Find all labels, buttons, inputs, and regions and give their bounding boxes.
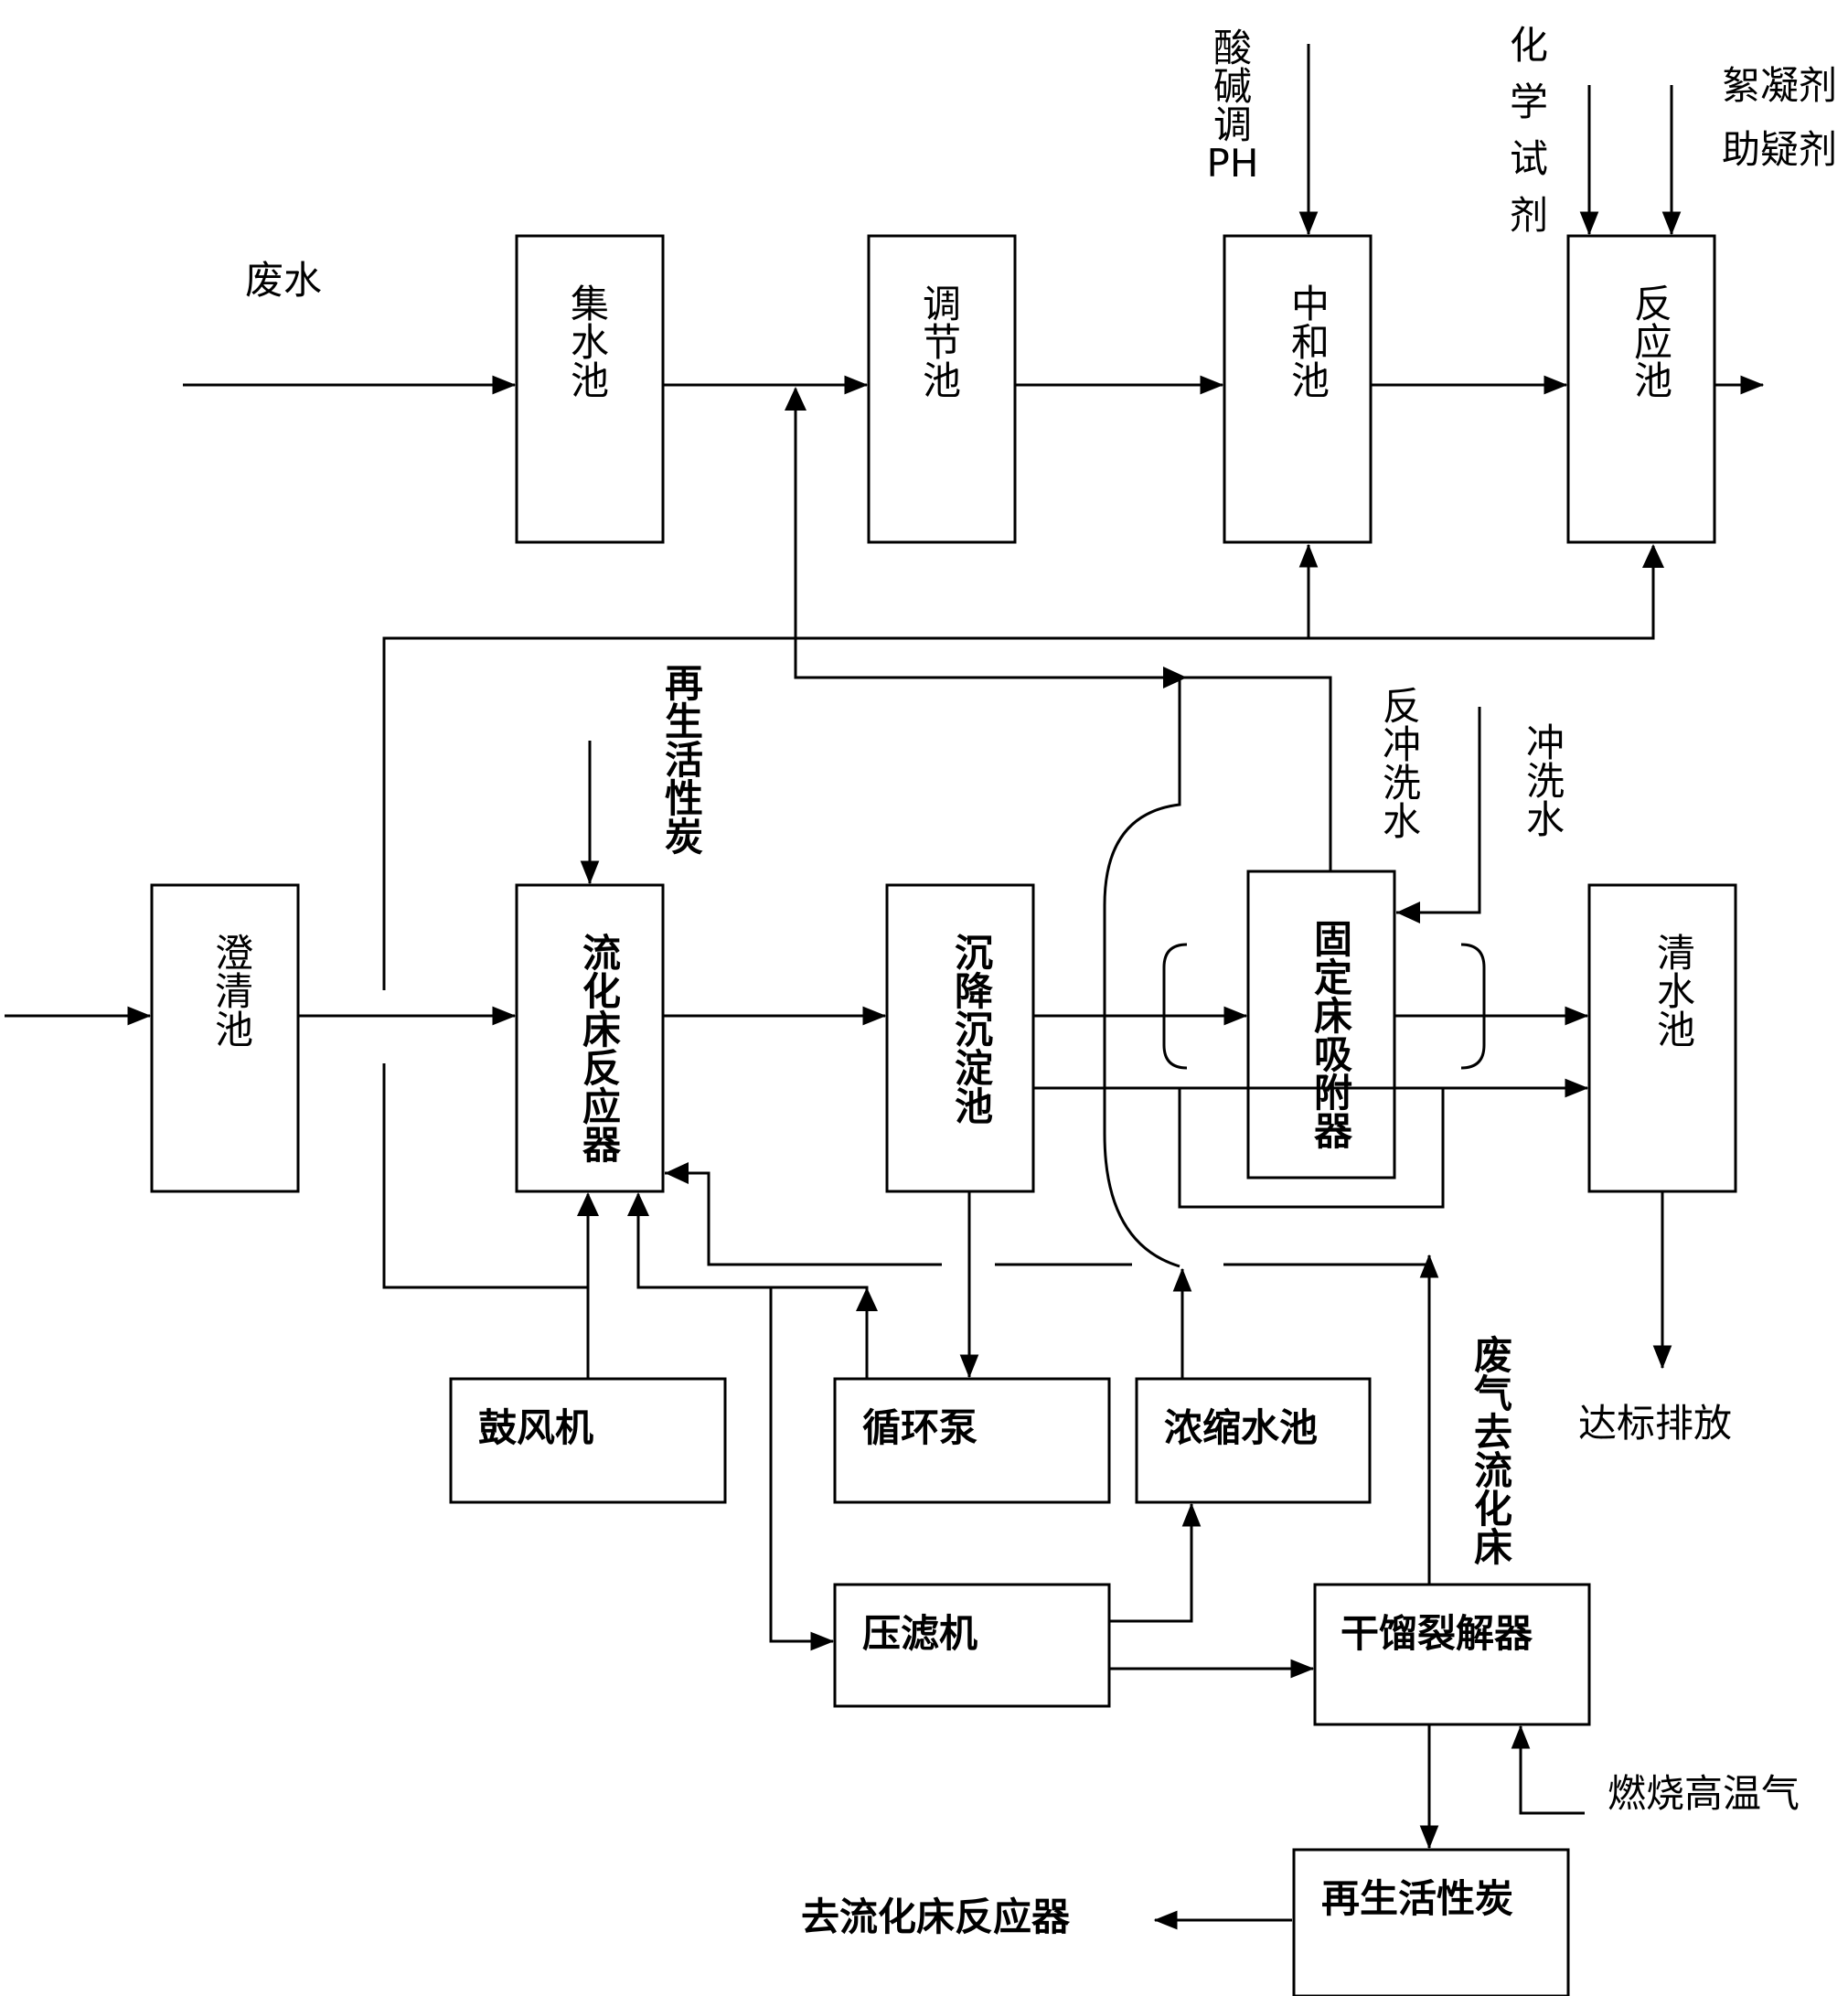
arrow-to-reaction-bottom bbox=[1642, 544, 1664, 568]
equalization-tank-label: 调节池 bbox=[923, 282, 961, 403]
flow-to-filter-press bbox=[769, 1287, 835, 1651]
settling-tank-box bbox=[885, 883, 1035, 1193]
filter-press-box bbox=[833, 1583, 1111, 1708]
circulation-pump-label: 循环泵 bbox=[862, 1405, 977, 1450]
flow-combustion-gas bbox=[1511, 1724, 1585, 1815]
discharge-label: 达标排放 bbox=[1578, 1401, 1732, 1446]
concentrate-tank-box bbox=[1135, 1377, 1372, 1504]
cracker-label: 干馏裂解器 bbox=[1341, 1611, 1533, 1656]
fluidized-bed-reactor-box bbox=[515, 883, 665, 1193]
flow-press-to-concentrate bbox=[1109, 1502, 1202, 1623]
concentrate-tank-label: 浓缩水池 bbox=[1164, 1405, 1318, 1450]
regenerated-carbon-box-label: 再生活性炭 bbox=[1321, 1876, 1513, 1921]
regenerated-carbon-box bbox=[1292, 1848, 1570, 1996]
collection-tank-label: 集水池 bbox=[571, 282, 609, 403]
circulation-pump-box bbox=[833, 1377, 1111, 1504]
blower-box bbox=[449, 1377, 727, 1504]
wastewater-label: 废水 bbox=[245, 258, 322, 303]
to-fluidized-reactor-label: 去流化床反应器 bbox=[801, 1895, 1071, 1939]
clarifier-box bbox=[150, 883, 300, 1193]
neutralization-tank-box bbox=[1223, 234, 1373, 544]
flow-return-to-top-tanks bbox=[382, 546, 1655, 990]
bracket-right bbox=[1460, 943, 1486, 1070]
arrow-flush-water bbox=[1396, 902, 1420, 923]
arrow-backwash-junction bbox=[1163, 667, 1187, 688]
fluidized-bed-reactor-label: 流化床反应器 bbox=[582, 931, 622, 1168]
dry-distillation-cracker-box bbox=[1313, 1583, 1591, 1726]
arrow-pump-up bbox=[856, 1287, 878, 1311]
flow-concentrate-curve bbox=[1103, 678, 1181, 1268]
flow-flush-water bbox=[1396, 707, 1481, 914]
arrow-to-equalization-inlet bbox=[785, 387, 806, 411]
blower-label: 鼓风机 bbox=[478, 1405, 593, 1450]
clarifier-label: 澄清池 bbox=[215, 931, 253, 1052]
arrow-gas-reactor bbox=[665, 1162, 689, 1184]
flow-backwash-return bbox=[794, 389, 1332, 871]
combustion-gas-label: 燃烧高温气 bbox=[1608, 1771, 1800, 1816]
fixed-bed-adsorber-label: 固定床吸附器 bbox=[1314, 917, 1353, 1154]
chemical-reagent-label: 化学试剂 bbox=[1510, 23, 1548, 238]
bracket-left bbox=[1162, 943, 1188, 1070]
flush-water-label: 冲洗水 bbox=[1526, 720, 1565, 842]
settling-tank-label: 沉降沉淀池 bbox=[955, 931, 993, 1129]
filter-press-label: 压滤机 bbox=[862, 1611, 977, 1656]
coagulant-aid-label: 助疑剂 bbox=[1722, 127, 1837, 172]
backwash-water-label: 反冲洗水 bbox=[1383, 684, 1421, 844]
regenerated-carbon-input-label: 再生活性炭 bbox=[665, 661, 703, 859]
arrow-to-reactor-bottom bbox=[577, 1192, 599, 1216]
reaction-tank-label: 反应池 bbox=[1634, 282, 1672, 403]
neutralization-tank-label: 中和池 bbox=[1291, 282, 1330, 403]
equalization-tank-box bbox=[867, 234, 1017, 544]
clean-water-tank-label: 清水池 bbox=[1657, 931, 1695, 1052]
flocculant-label: 絮凝剂 bbox=[1722, 63, 1837, 108]
collection-tank-box bbox=[515, 234, 665, 544]
flow-settling-lower-loop bbox=[1033, 1086, 1445, 1209]
arrow-pump-to-reactor bbox=[627, 1192, 649, 1216]
fixed-bed-adsorber-box bbox=[1246, 870, 1396, 1179]
flow-pump-return bbox=[636, 1194, 869, 1379]
exhaust-label: 废气去流化床 bbox=[1474, 1333, 1512, 1570]
reaction-tank-box bbox=[1566, 234, 1716, 544]
